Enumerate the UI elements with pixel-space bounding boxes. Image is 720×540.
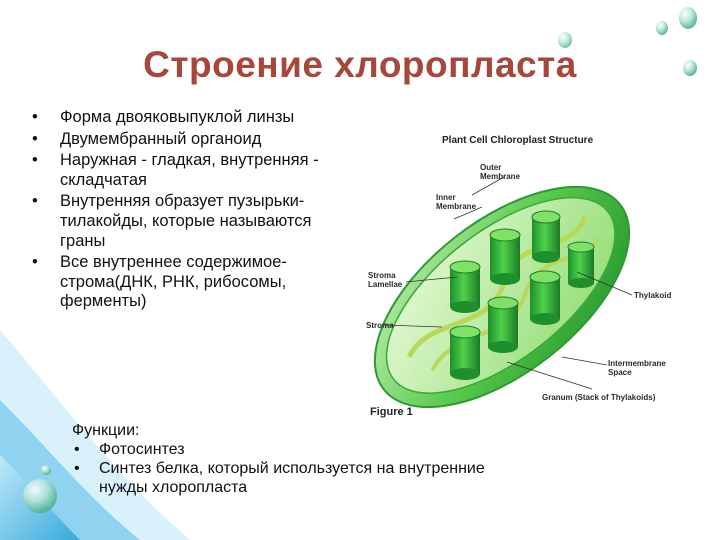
slide-title: Строение хлоропласта bbox=[143, 44, 577, 85]
label-intermembrane-space: Intermembrane Space bbox=[608, 359, 666, 377]
label-inner-membrane: Inner Membrane bbox=[436, 193, 477, 211]
water-drop-icon bbox=[679, 7, 697, 29]
label-stroma-lamellae: Stroma Lamellae bbox=[368, 271, 403, 289]
water-drop-icon bbox=[656, 21, 668, 35]
water-drop-icon bbox=[23, 479, 57, 513]
property-list: Форма двояковыпуклой линзы Двумембранный… bbox=[30, 108, 360, 314]
chloroplast-figure: Plant Cell Chloroplast Structure Outer M… bbox=[362, 127, 689, 437]
leader-lines bbox=[383, 176, 633, 390]
list-item: Синтез белка, который используется на вн… bbox=[72, 459, 512, 497]
functions-heading: Функции: bbox=[72, 422, 140, 439]
chloroplast-illustration bbox=[373, 176, 633, 409]
granum-stack bbox=[489, 228, 521, 285]
granum-stack bbox=[449, 325, 481, 380]
label-thylakoid: Thylakoid bbox=[634, 291, 672, 300]
label-granum: Granum (Stack of Thylakoids) bbox=[542, 393, 656, 402]
functions-list: Фотосинтез Синтез белка, который использ… bbox=[72, 440, 512, 497]
list-item: Наружная - гладкая, внутренняя - складча… bbox=[30, 151, 360, 190]
functions-block: Функции: Фотосинтез Синтез белка, которы… bbox=[72, 421, 512, 497]
list-item: Форма двояковыпуклой линзы bbox=[30, 108, 360, 128]
list-item: Внутренняя образует пузырьки-тилакойды, … bbox=[30, 192, 360, 251]
list-item: Двумембранный органоид bbox=[30, 130, 360, 150]
granum-stack bbox=[529, 270, 561, 325]
list-item: Фотосинтез bbox=[72, 440, 512, 459]
granum-stack bbox=[487, 296, 519, 353]
water-drop-icon bbox=[558, 32, 572, 48]
water-drop-icon bbox=[683, 60, 697, 76]
label-stroma: Stroma bbox=[366, 321, 394, 330]
figure-title: Plant Cell Chloroplast Structure bbox=[442, 135, 594, 146]
label-outer-membrane: Outer Membrane bbox=[480, 163, 521, 181]
granum-stack bbox=[531, 210, 561, 263]
granum-stack bbox=[567, 241, 595, 288]
list-item: Все внутреннее содержимое-строма(ДНК, РН… bbox=[30, 253, 360, 312]
granum-stack bbox=[449, 260, 481, 313]
water-drop-icon bbox=[41, 465, 51, 475]
figure-caption: Figure 1 bbox=[370, 406, 413, 418]
